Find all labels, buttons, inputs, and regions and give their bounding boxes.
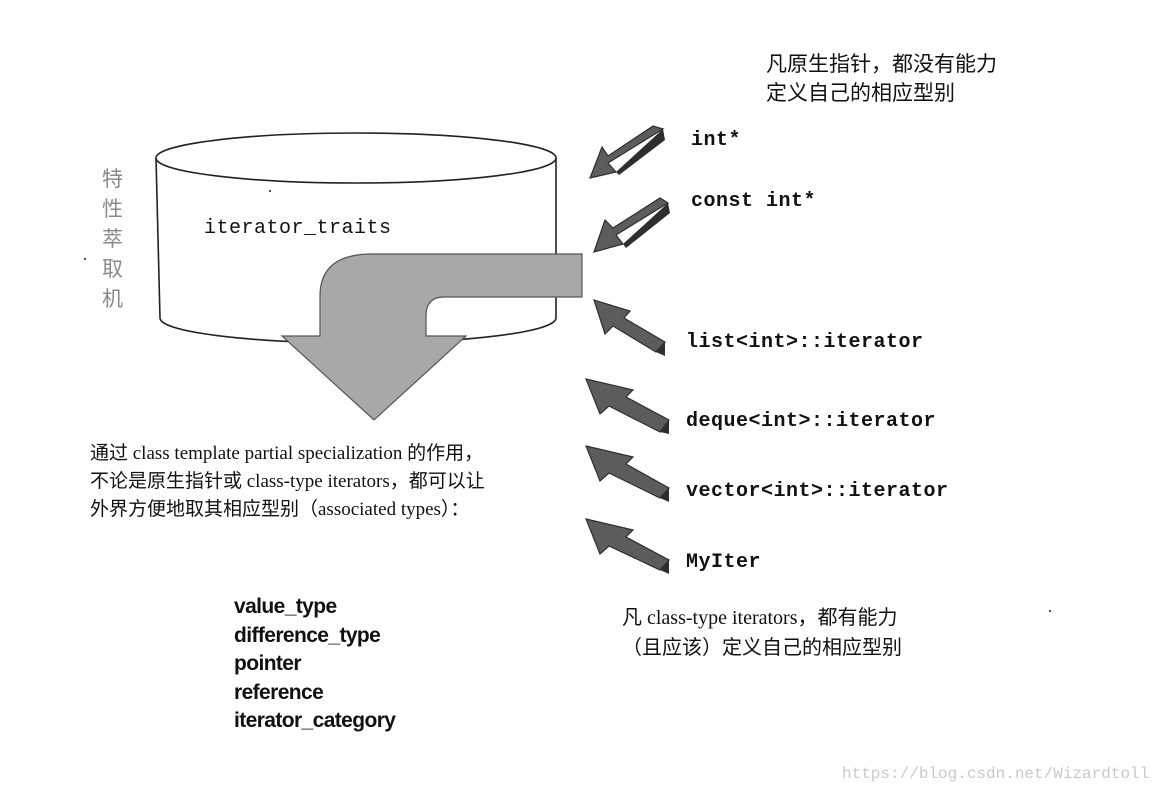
arrow-list-iterator <box>593 299 666 356</box>
arrow-myiter <box>585 518 670 574</box>
associated-types-list: value_type difference_type pointer refer… <box>234 593 396 736</box>
speck <box>1048 609 1052 613</box>
associated-type-item: pointer <box>234 652 302 675</box>
speck <box>268 189 272 193</box>
raw-pointer-note-line2: 定义自己的相应型别 <box>766 81 955 105</box>
vertical-label: 特性萃取机 <box>102 167 123 311</box>
class-type-note-line1: 凡 class-type iterators，都有能力 <box>622 607 898 629</box>
associated-type-item: value_type <box>234 595 337 618</box>
raw-pointer-note-line1: 凡原生指针，都没有能力 <box>766 52 997 76</box>
associated-type-item: difference_type <box>234 623 381 647</box>
description-line3: 外界方便地取其相应型别（associated types）： <box>90 499 470 520</box>
speck <box>83 257 87 261</box>
associated-type-item: reference <box>234 680 324 704</box>
arrow-deque-iterator <box>585 378 670 434</box>
specialization-description: 通过 class template partial specialization… <box>90 440 485 524</box>
input-label-const-int-ptr: const int* <box>691 190 817 213</box>
watermark: https://blog.csdn.net/Wizardtoll <box>842 765 1150 783</box>
description-line1: 通过 class template partial specialization… <box>90 443 484 464</box>
output-arrow <box>280 253 583 421</box>
class-type-note-line2: （且应该）定义自己的相应型别 <box>622 637 902 659</box>
class-type-note: 凡 class-type iterators，都有能力 （且应该）定义自己的相应… <box>622 603 902 663</box>
input-label-int-ptr: int* <box>691 129 742 152</box>
arrow-const-int-ptr <box>593 197 670 253</box>
description-line2: 不论是原生指针或 class-type iterators，都可以让 <box>90 471 485 492</box>
input-label-vector-iterator: vector<int>::iterator <box>686 480 949 503</box>
arrow-vector-iterator <box>585 445 670 502</box>
raw-pointer-note: 凡原生指针，都没有能力 定义自己的相应型别 <box>766 50 997 108</box>
input-label-deque-iterator: deque<int>::iterator <box>686 410 937 433</box>
input-label-myiter: MyIter <box>686 551 762 574</box>
associated-type-item: iterator_category <box>234 709 396 732</box>
iterator-traits-label: iterator_traits <box>204 217 392 240</box>
input-label-list-iterator: list<int>::iterator <box>686 331 924 354</box>
arrow-int-ptr <box>589 125 665 179</box>
